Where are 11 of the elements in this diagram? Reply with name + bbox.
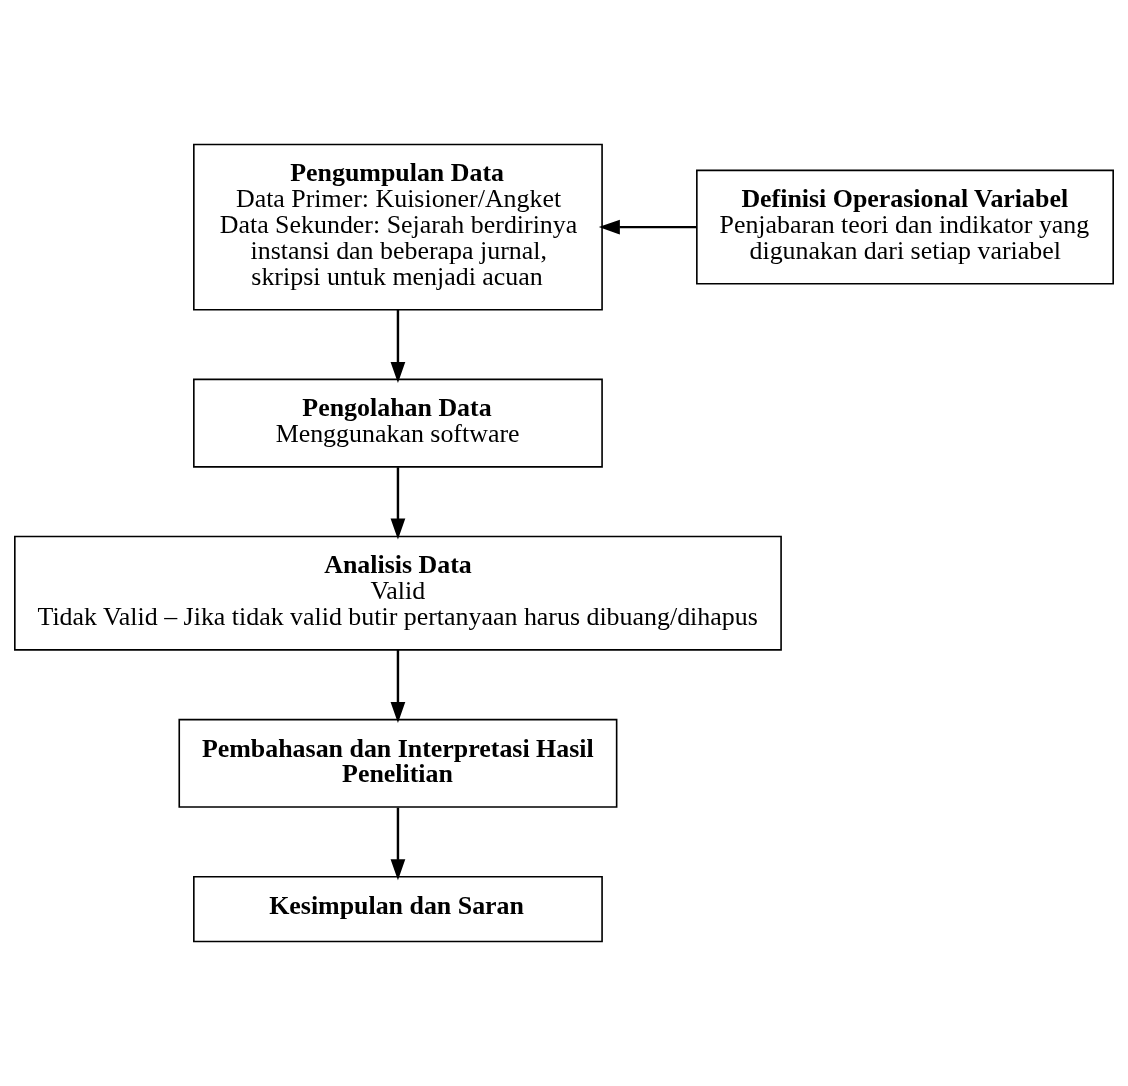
node-box: Definisi Operasional Variabel Penjabaran teori dan indikator yang digunakan dari setiap variabel [696,169,1114,285]
arrow [598,219,697,235]
arrow [390,309,406,383]
node-box: Pengolahan Data Menggunakan software [193,378,603,468]
arrow [390,807,406,881]
arrow [390,467,406,540]
node-box: Pengumpulan Data Data Primer: Kuisioner/Angket Data Sekunder: Sejarah berdirinya instansi dan beberapa jurnal, skripsi untuk menjadi acuan [193,143,603,311]
arrow [390,649,406,724]
node-box: Pembahasan dan Interpretasi Hasil Penelitian [178,718,618,808]
node-box: Kesimpulan dan Saran [193,875,603,943]
node-box: Analisis Data Valid Tidak Valid – Jika tidak valid butir pertanyaan harus dibuang/dihapus [14,535,782,651]
